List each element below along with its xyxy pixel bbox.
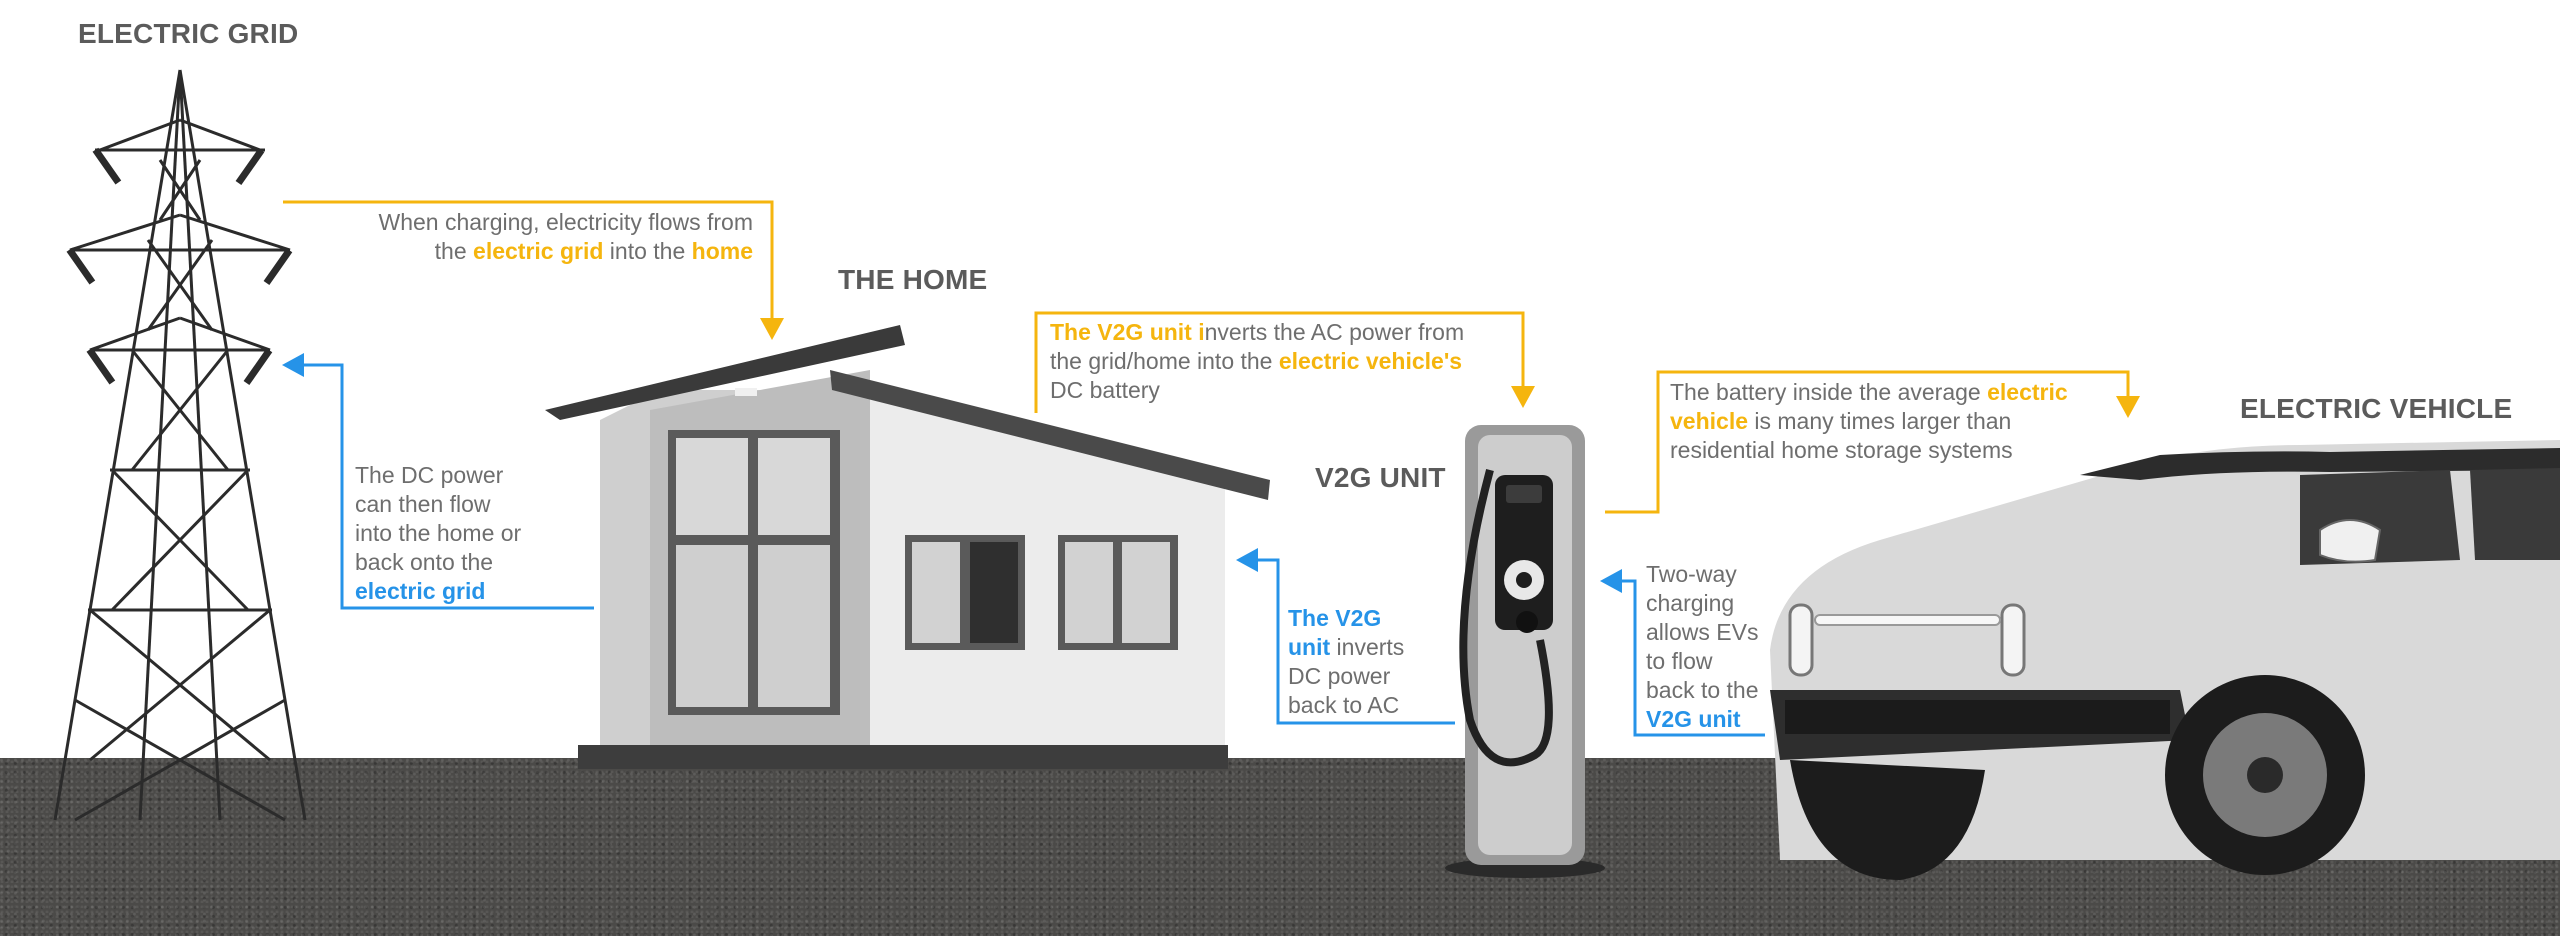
arrowhead-left-icon [1236,548,1258,572]
highlight-home: home [691,238,753,264]
connector-arrow-grid-to-home [283,200,774,320]
note-text: the grid/home into the [1050,348,1279,374]
note-line: Two-way [1646,561,1737,587]
note-line: allows EVs [1646,619,1759,645]
arrowhead-left-icon [1600,569,1622,593]
note-text: into the [603,238,692,264]
note-line: DC power [1288,663,1391,689]
v2g-charger-illustration [1445,425,1605,878]
highlight-v2g-unit: The V2G unit [1050,319,1199,345]
note-battery: The battery inside the average electric … [1670,378,2130,465]
note-line: back to the [1646,677,1759,703]
connector-arrow-v2g-back [1255,558,1455,725]
highlight-unit: unit [1288,634,1331,660]
note-v2g-back-to-ac: The V2G unit inverts DC power back to AC [1288,604,1438,720]
note-text: the [434,238,474,264]
note-text: The battery inside the average [1670,379,1988,405]
connector-arrow-two-way [1620,579,1765,737]
note-line: can then flow [355,491,491,517]
note-line: DC battery [1050,377,1160,403]
note-line: to flow [1646,648,1713,674]
note-two-way-charging: Two-way charging allows EVs to flow back… [1646,560,1781,734]
note-line: unit inverts [1288,633,1438,662]
arrowhead-down-icon [1511,386,1535,408]
electric-suv-illustration [1770,440,2560,880]
transmission-tower-illustration [53,69,307,822]
note-home-to-grid: The DC power can then flow into the home… [355,461,555,606]
title-the-home: THE HOME [838,264,988,295]
note-line: residential home storage systems [1670,437,2013,463]
note-line: into the home or [355,520,522,546]
insulator-group [66,147,293,386]
highlight-vehicle: vehicle [1670,408,1748,434]
title-v2g-unit: V2G UNIT [1315,462,1446,493]
title-electric-grid: ELECTRIC GRID [78,18,299,49]
arrowhead-left-icon [282,353,304,377]
title-electric-vehicle: ELECTRIC VEHICLE [2240,393,2513,424]
note-v2g-inverts: The V2G unit inverts the AC power from t… [1050,318,1530,405]
note-line: When charging, electricity flows from [378,209,753,235]
note-line: charging [1646,590,1735,616]
note-line: The battery inside the average electric [1670,378,2130,407]
note-line: the grid/home into the electric vehicle'… [1050,347,1530,376]
note-line: vehicle is many times larger than [1670,407,2130,436]
highlight-v2g: The V2G [1288,605,1382,631]
highlight-electric: electric [1987,379,2068,405]
highlight-electric-grid: electric grid [355,578,486,604]
connector-arrow-v2g-inverts [1034,311,1525,413]
highlight-v2g-unit: V2G unit [1646,706,1741,732]
note-line: The DC power [355,462,504,488]
note-text: is many times larger than [1748,408,2012,434]
note-grid-to-home: When charging, electricity flows from th… [300,208,753,266]
note-text: inverts [1330,634,1405,660]
highlight-i: i [1198,319,1205,345]
note-line: the electric grid into the home [300,237,753,266]
highlight-electric-grid: electric grid [473,238,604,264]
note-line: back to AC [1288,692,1400,718]
house-illustration [545,325,1270,769]
arrowhead-down-icon [760,318,784,340]
connector-arrow-home-to-grid [300,363,594,610]
note-line: back onto the [355,549,494,575]
connector-arrow-battery [1605,370,2130,514]
note-text: nverts the AC power from [1204,319,1465,345]
note-line: The V2G unit inverts the AC power from [1050,318,1530,347]
highlight-electric-vehicles: electric vehicle's [1278,348,1463,374]
arrowhead-down-icon [2116,396,2140,418]
